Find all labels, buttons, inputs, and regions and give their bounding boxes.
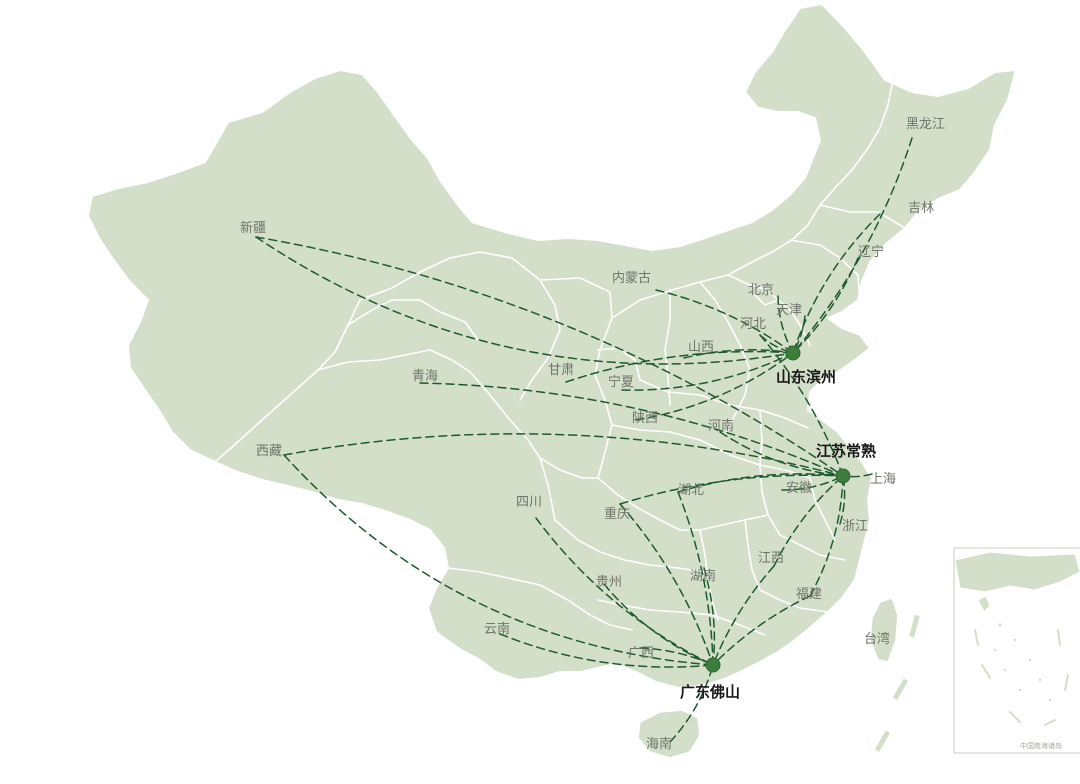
route-gansu-to-binzhou bbox=[565, 350, 794, 383]
province-label-guangxi: 广西 bbox=[628, 646, 654, 661]
route-layer bbox=[255, 137, 913, 743]
province-label-heilongjiang: 黑龙江 bbox=[906, 117, 945, 132]
route-liaoning-to-binzhou bbox=[792, 257, 859, 354]
province-label-sichuan: 四川 bbox=[516, 495, 542, 510]
route-xinjiang-to-binzhou bbox=[255, 236, 794, 365]
route-ningxia-to-binzhou bbox=[621, 352, 794, 391]
hub-marker-foshan bbox=[705, 657, 721, 673]
hub-label-binzhou: 山东滨州 bbox=[776, 368, 836, 386]
province-label-tianjin: 天津 bbox=[776, 303, 802, 318]
province-label-qinghai: 青海 bbox=[412, 369, 438, 384]
route-hubei-to-foshan bbox=[677, 491, 714, 666]
china-landmass bbox=[87, 3, 1017, 689]
province-label-hainan: 海南 bbox=[646, 736, 672, 752]
hainan-island bbox=[637, 709, 701, 759]
province-label-hebei: 河北 bbox=[740, 317, 766, 332]
route-chongqing-to-foshan bbox=[619, 503, 714, 666]
route-tianjin-to-binzhou bbox=[792, 315, 806, 354]
route-shaanxi-to-binzhou bbox=[635, 352, 794, 421]
province-label-shanghai: 上海 bbox=[870, 472, 896, 487]
route-shanxi-to-binzhou bbox=[683, 349, 794, 359]
nine-dash-segment bbox=[909, 614, 920, 638]
province-label-beijing: 北京 bbox=[748, 283, 774, 298]
route-jiangxi-to-foshan bbox=[712, 565, 775, 666]
province-label-fujian: 福建 bbox=[796, 587, 822, 602]
province-label-taiwan: 台湾 bbox=[864, 631, 890, 647]
province-label-henan: 河南 bbox=[708, 418, 734, 434]
province-label-zhejiang: 浙江 bbox=[842, 519, 868, 534]
route-neimenggu-to-binzhou bbox=[655, 289, 794, 354]
province-label-shanxi: 山西 bbox=[688, 340, 714, 355]
province-label-hunan: 湖南 bbox=[690, 568, 716, 584]
hub-layer bbox=[705, 345, 851, 673]
route-hubei-to-changshu bbox=[677, 473, 844, 493]
hub-marker-changshu bbox=[835, 468, 851, 484]
nine-dash-segment bbox=[892, 678, 909, 701]
hub-label-changshu: 江苏常熟 bbox=[816, 442, 876, 460]
route-fujian-to-foshan bbox=[712, 595, 811, 666]
province-label-guizhou: 贵州 bbox=[596, 575, 622, 590]
inset-note: 中国南海诸岛 bbox=[1020, 741, 1062, 750]
route-hainan-to-foshan bbox=[669, 664, 714, 743]
route-fujian-to-changshu bbox=[809, 475, 844, 597]
hub-marker-binzhou bbox=[785, 345, 801, 361]
route-chongqing-to-changshu bbox=[619, 474, 844, 505]
route-heilongjiang-to-binzhou bbox=[792, 137, 913, 354]
route-xizang-to-foshan bbox=[283, 454, 714, 666]
province-label-chongqing: 重庆 bbox=[604, 506, 630, 522]
province-label-gansu: 甘肃 bbox=[548, 363, 574, 378]
route-yunnan-to-foshan bbox=[499, 633, 714, 668]
route-hebei-to-changshu bbox=[759, 334, 844, 477]
route-xinjiang-to-changshu bbox=[255, 236, 844, 477]
south-china-sea-inset: 中国南海诸岛 bbox=[953, 547, 1080, 754]
province-label-jilin: 吉林 bbox=[908, 201, 934, 216]
nine-dash-segment bbox=[874, 730, 891, 753]
route-xizang-to-changshu bbox=[283, 433, 844, 477]
province-label-xinjiang: 新疆 bbox=[240, 220, 266, 236]
route-qinghai-to-changshu bbox=[419, 382, 844, 477]
province-label-jiangxi: 江西 bbox=[758, 551, 784, 566]
hub-label-foshan: 广东佛山 bbox=[680, 683, 740, 701]
taiwan-island bbox=[869, 597, 899, 663]
province-label-neimenggu: 内蒙古 bbox=[612, 270, 651, 286]
province-label-hubei: 湖北 bbox=[678, 483, 704, 498]
province-label-yunnan: 云南 bbox=[484, 621, 510, 637]
province-borders bbox=[214, 84, 906, 636]
route-jiangxi-to-changshu bbox=[773, 475, 844, 567]
route-sichuan-to-foshan bbox=[535, 517, 714, 666]
province-label-xizang: 西藏 bbox=[256, 444, 282, 459]
province-label-ningxia: 宁夏 bbox=[608, 374, 634, 390]
province-label-liaoning: 辽宁 bbox=[858, 244, 884, 260]
province-label-shaanxi: 陕西 bbox=[632, 411, 658, 426]
province-label-anhui: 安徽 bbox=[786, 481, 812, 496]
route-jilin-to-binzhou bbox=[792, 213, 881, 354]
